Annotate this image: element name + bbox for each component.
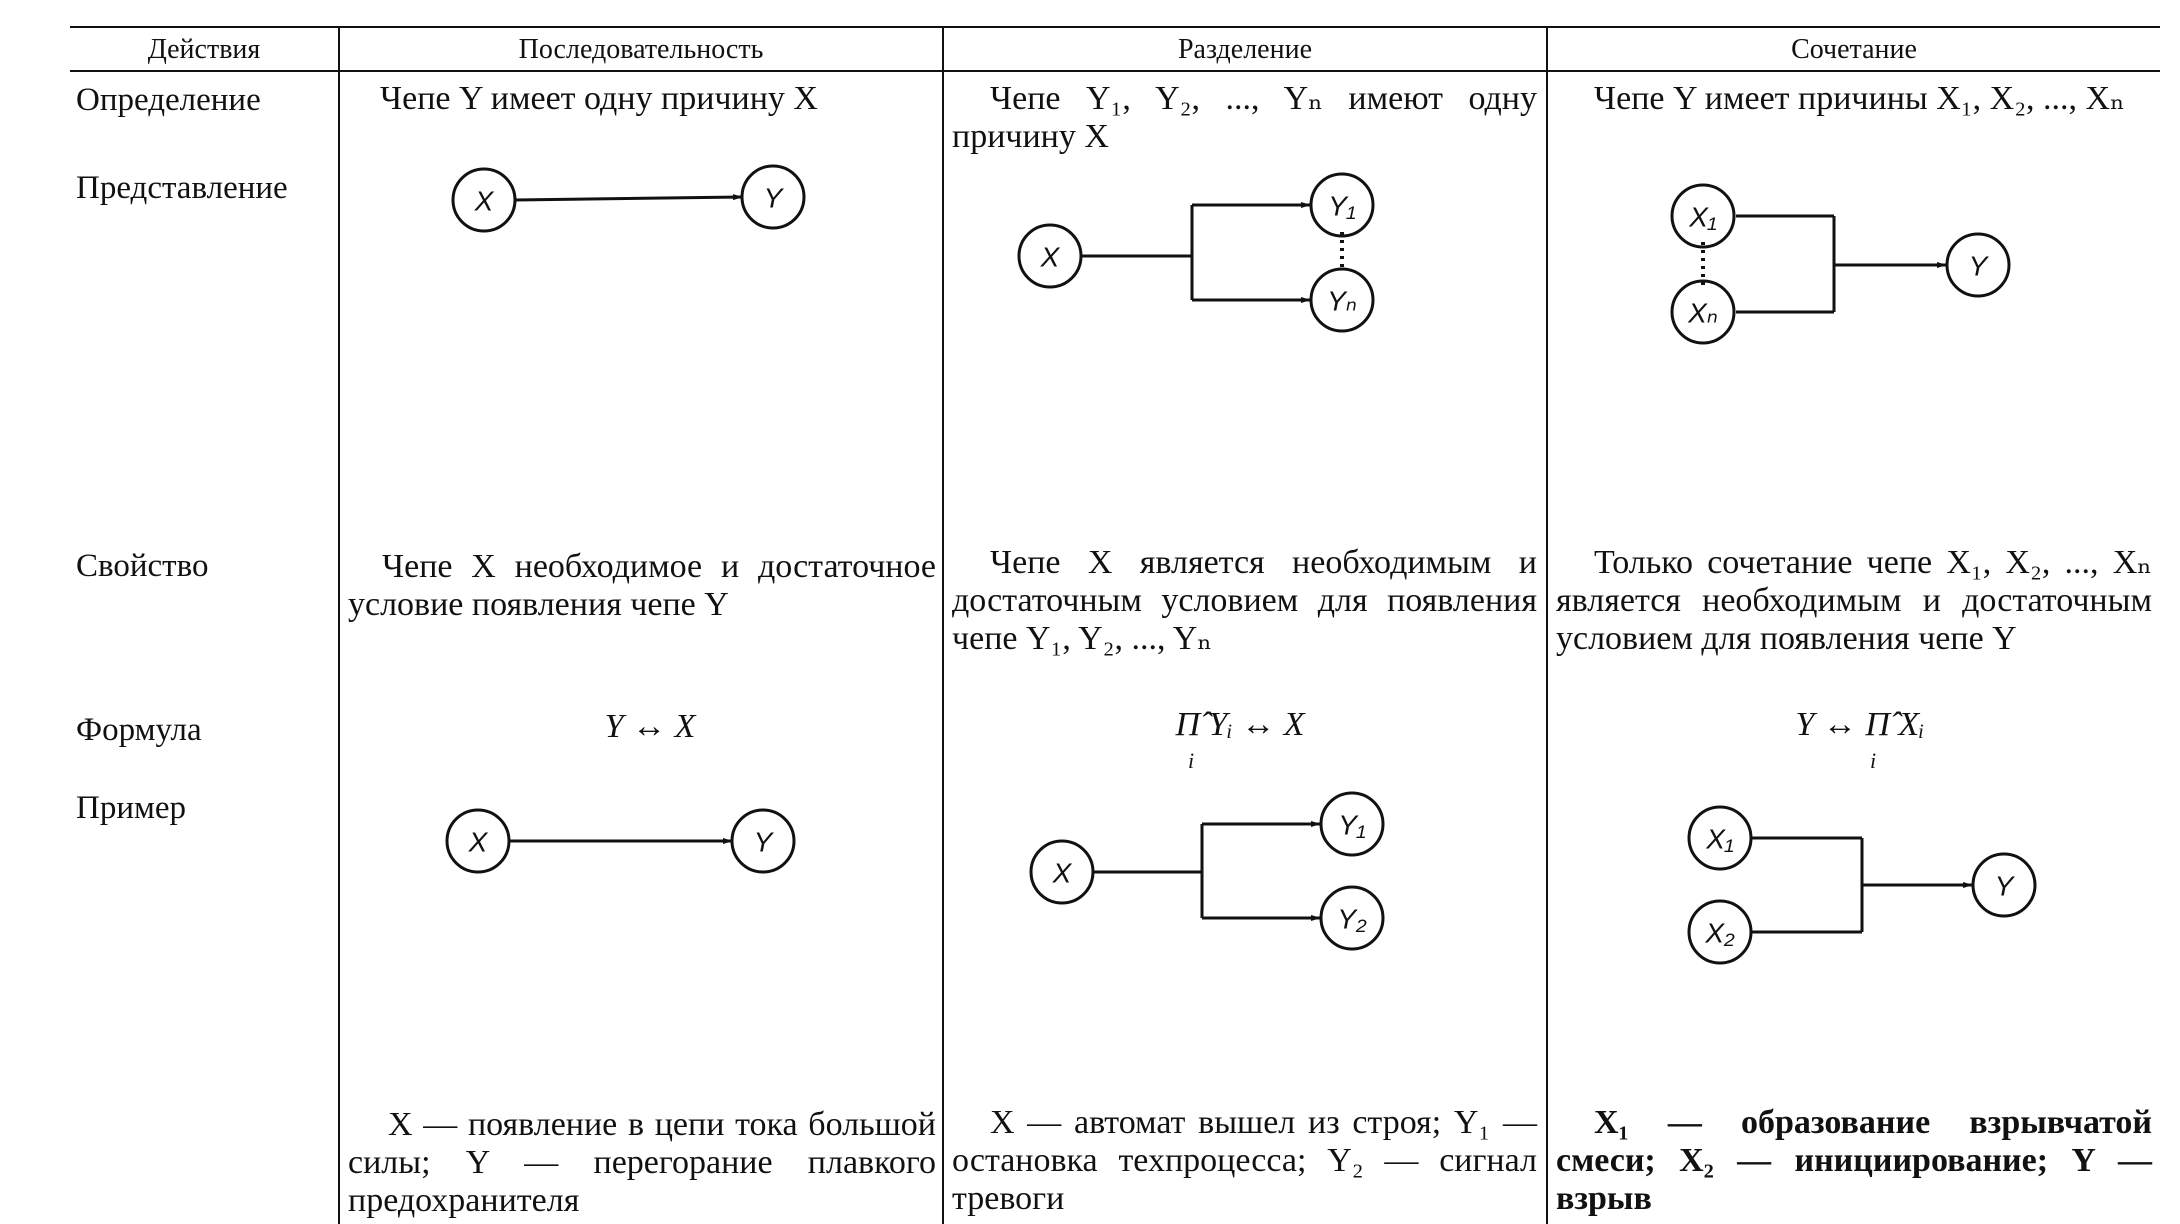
node-label: X₁ [1688, 202, 1717, 233]
formula-combination-index: i [1869, 748, 1877, 773]
node-x2 [1687, 899, 1753, 965]
property-combination: Только сочетание чепе X₁, X₂, ..., Xₙ яв… [1556, 544, 2152, 657]
node-label: Y₁ [1328, 191, 1356, 222]
node-label: Y [764, 183, 785, 214]
row-label-example: Пример [76, 790, 187, 826]
row-label-formula: Формула [76, 712, 202, 748]
node-label: Y₂ [1337, 904, 1367, 935]
definition-combination: Чепе Y имеет причины X₁, X₂, ..., Xₙ [1594, 80, 2125, 117]
node-label: Xₙ [1687, 298, 1718, 329]
row-label-representation: Представление [76, 170, 288, 206]
example-combination: X₁ — образование взрывчатой смеси; X₂ — … [1556, 1104, 2152, 1217]
header-bottom-rule [70, 70, 2160, 72]
node-label: Y [1969, 251, 1990, 282]
row-label-property: Свойство [76, 548, 209, 584]
node-label: Y₁ [1338, 810, 1366, 841]
diagram-example-combination [1752, 836, 1973, 934]
node-label: X [1040, 242, 1061, 273]
node-x1 [1670, 183, 1736, 249]
header-sequence: Последовательность [518, 34, 764, 65]
diagram-representation-combination [1701, 214, 1947, 314]
formula-division: Π̂ Yᵢ ↔ X [1175, 706, 1305, 743]
formula-sequence: Y ↔ X [604, 708, 696, 745]
definition-division: Чепе Y₁, Y₂, ..., Yₙ имеют одну причину … [952, 80, 1537, 155]
header-division: Разделение [1177, 34, 1313, 65]
node-y2 [1319, 885, 1385, 951]
node-y1 [1309, 172, 1375, 238]
node-y [1971, 852, 2037, 918]
property-sequence: Чепе X необходимое и достаточное условие… [348, 548, 936, 623]
property-division: Чепе X является необходимым и достаточны… [952, 544, 1537, 657]
node-y1 [1319, 791, 1385, 857]
node-label: X₂ [1704, 918, 1735, 949]
node-label: Y [1995, 871, 2016, 902]
formula-division-index: i [1187, 748, 1195, 773]
node-x [1017, 223, 1083, 289]
diagram-example-division [1094, 821, 1321, 921]
formula-combination: Y ↔ Π̂ Xᵢ [1795, 706, 1925, 743]
node-xn [1670, 279, 1736, 345]
column-divider-2 [942, 28, 944, 1224]
node-label: X₁ [1705, 824, 1734, 855]
row-label-definition: Определение [76, 82, 261, 118]
column-divider-3 [1546, 28, 1548, 1224]
node-y [730, 808, 796, 874]
node-x [445, 808, 511, 874]
node-x [1029, 839, 1095, 905]
node-label: X [468, 827, 489, 858]
column-divider-1 [338, 28, 340, 1224]
header-combination: Сочетание [1791, 34, 1917, 65]
definition-sequence: Чепе Y имеет одну причину X [380, 80, 818, 117]
node-x [451, 167, 517, 233]
node-label: Y [754, 827, 775, 858]
node-y [1945, 232, 2011, 298]
example-sequence: X — появление в цепи тока большой силы; … [348, 1106, 936, 1219]
example-division: X — автомат вышел из строя; Y₁ — останов… [952, 1104, 1537, 1217]
node-label: Yₙ [1327, 286, 1357, 317]
table-top-rule [70, 26, 2160, 28]
header-actions: Действия [147, 34, 261, 65]
node-x1 [1687, 805, 1753, 871]
diagram-representation-division [1080, 202, 1344, 303]
node-yn [1309, 267, 1375, 333]
node-y [740, 164, 806, 230]
node-label: X [474, 186, 495, 217]
node-label: X [1052, 858, 1073, 889]
diagram-representation-sequence [514, 194, 743, 202]
